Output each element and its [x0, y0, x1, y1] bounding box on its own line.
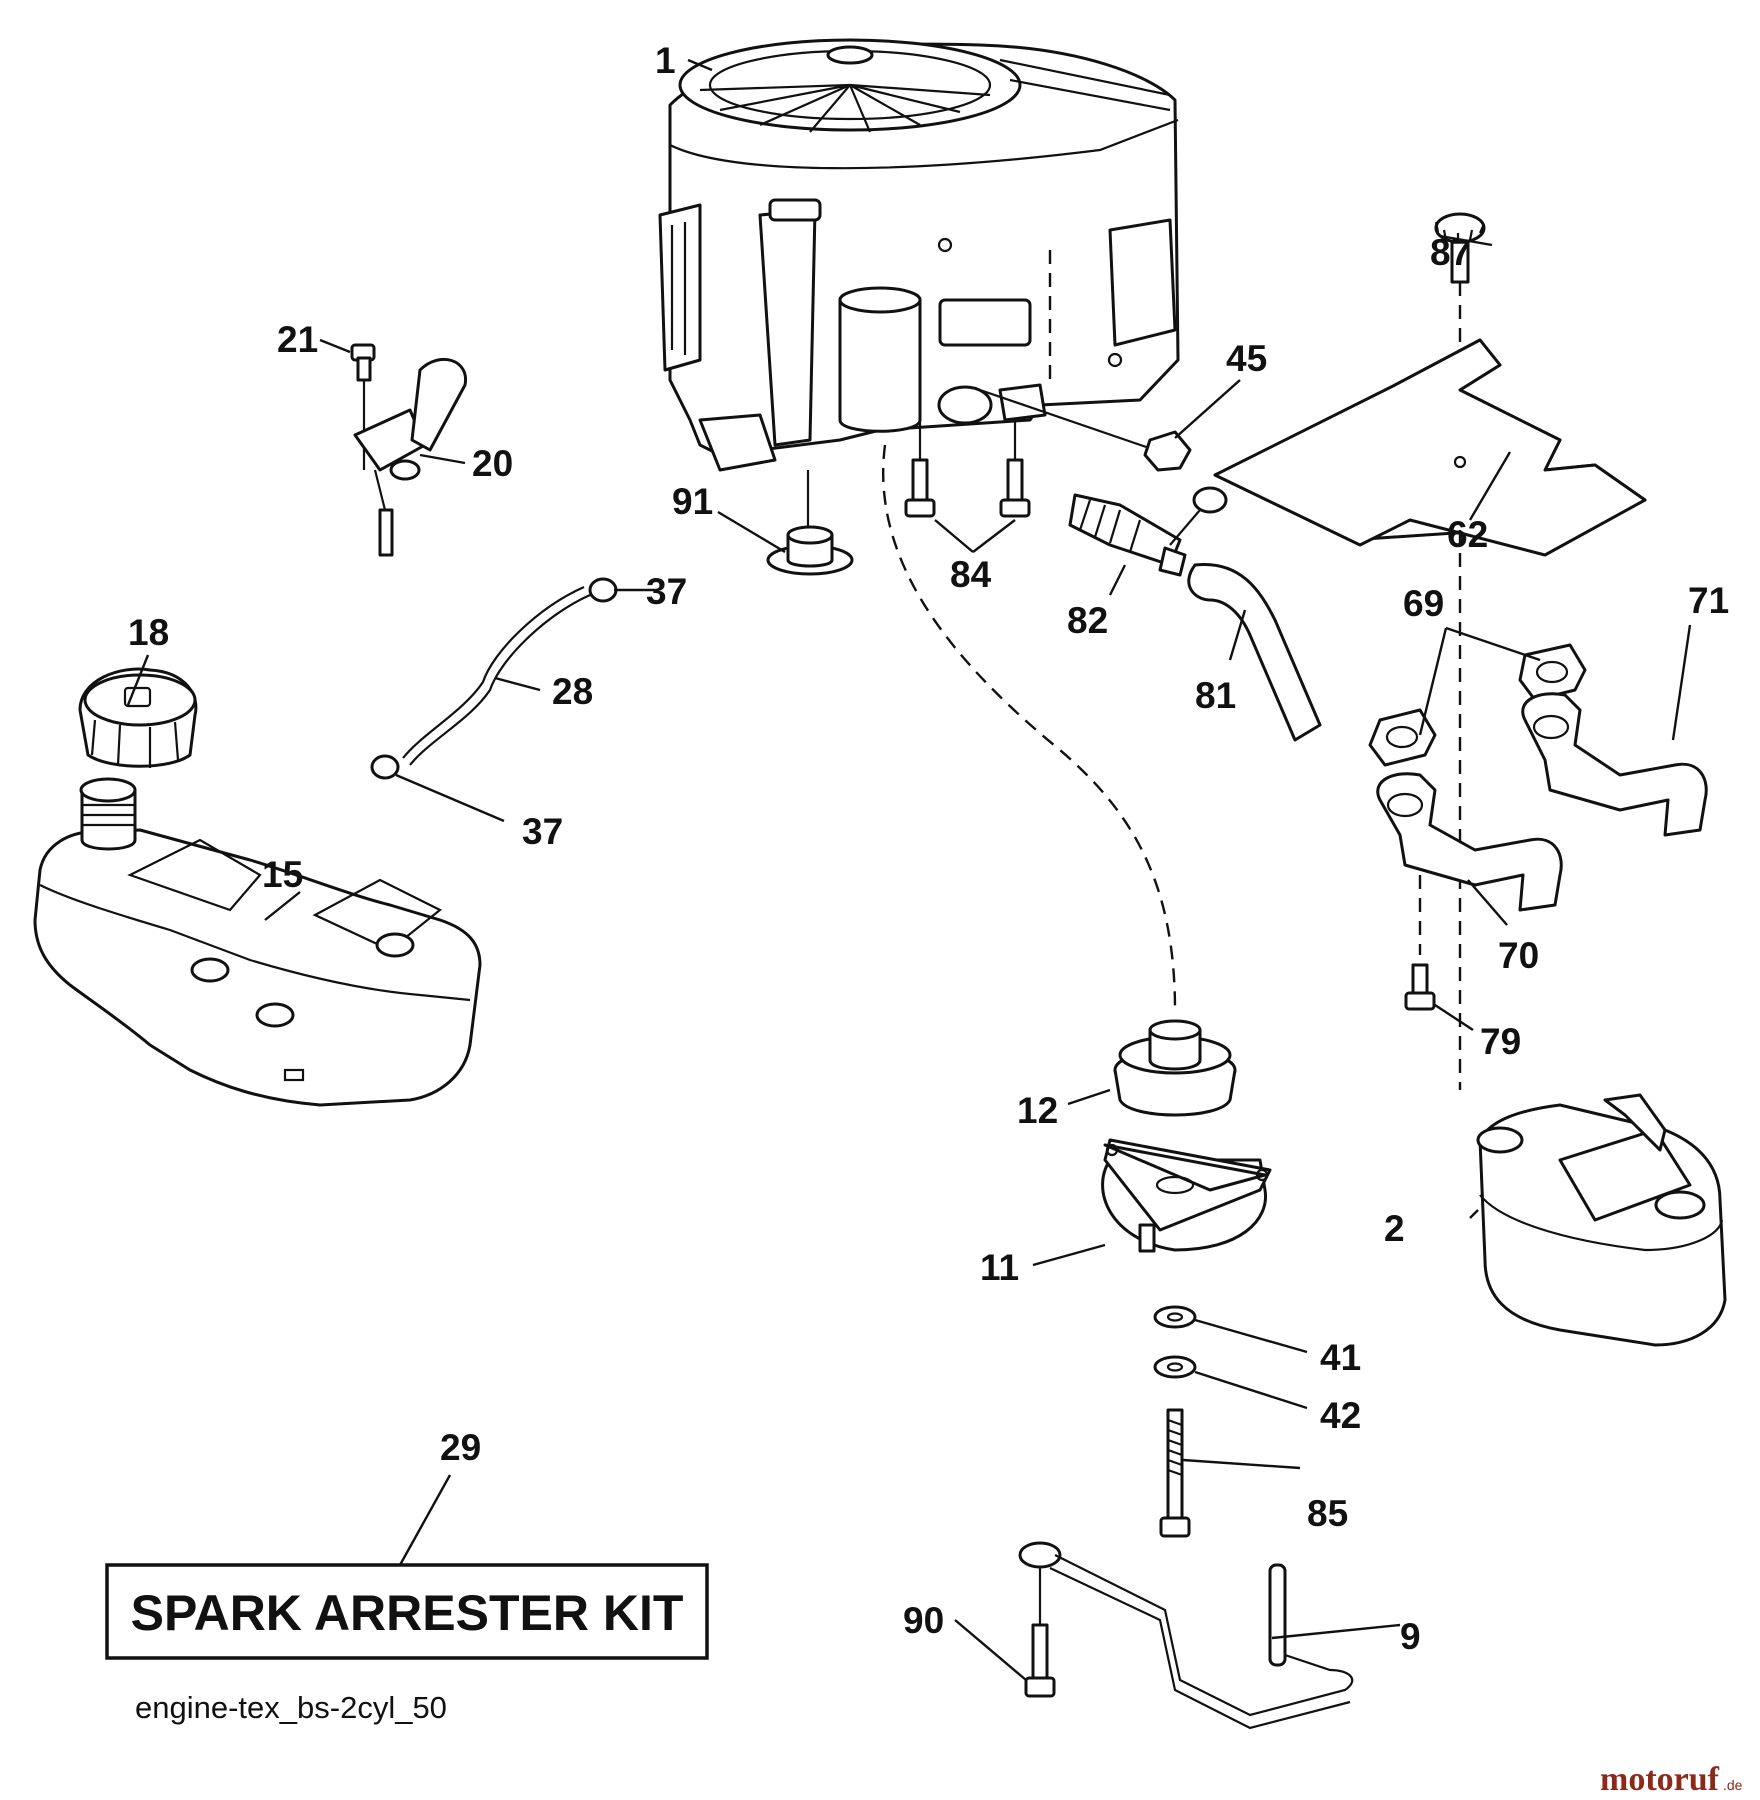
watermark-main: motoruf	[1600, 1761, 1720, 1798]
callout-79: 79	[1480, 1021, 1521, 1062]
callout-20: 20	[472, 443, 513, 484]
callout-41: 41	[1320, 1337, 1361, 1378]
part-45-nut	[979, 388, 1192, 472]
part-18-fuel-cap	[78, 667, 198, 768]
watermark: motoruf .de	[1600, 1761, 1743, 1798]
watermark-suffix: .de	[1723, 1777, 1743, 1793]
callout-18: 18	[128, 612, 169, 653]
spark-arrester-kit-label: SPARK ARRESTER KIT	[131, 1585, 684, 1641]
callout-1: 1	[655, 40, 676, 81]
part-71-exhaust-pipe	[1521, 692, 1708, 837]
part-82-drain-valve	[1068, 486, 1228, 577]
callout-28: 28	[552, 671, 593, 712]
callout-9: 9	[1400, 1616, 1421, 1657]
spark-arrester-kit-box: SPARK ARRESTER KIT	[105, 1563, 709, 1660]
part-28-fuel-line	[402, 585, 591, 766]
part-62-heat-shield	[1213, 338, 1647, 1090]
callout-71: 71	[1688, 580, 1729, 621]
callout-45: 45	[1226, 338, 1267, 379]
callout-29: 29	[440, 1427, 481, 1468]
part-20-throttle-control	[353, 357, 467, 557]
callout-70: 70	[1498, 935, 1539, 976]
part-37-hose-clamp-lower	[370, 754, 400, 780]
callout-2: 2	[1384, 1208, 1405, 1249]
callout-15: 15	[262, 854, 303, 895]
part-12-pulley	[1113, 1019, 1237, 1117]
callout-87: 87	[1430, 232, 1471, 273]
part-79-bolt	[1404, 963, 1436, 1011]
part-42-lock-washer	[1153, 1355, 1197, 1379]
engine-assembly	[658, 38, 1180, 472]
part-70-exhaust-pipe	[1376, 772, 1563, 955]
part-41-washer	[1153, 1305, 1197, 1329]
callout-85: 85	[1307, 1493, 1348, 1534]
callout-21: 21	[277, 319, 318, 360]
callout-12: 12	[1017, 1090, 1058, 1131]
part-90-bolt	[1024, 1567, 1056, 1698]
callout-numbers: 1 2 9 11 12 15 18 20 21 28 29 37 37 41 4…	[128, 40, 1729, 1657]
leader-lines	[126, 58, 1692, 1681]
callout-37-upper: 37	[646, 571, 687, 612]
part-9-rod-bracket	[1018, 1541, 1354, 1730]
callout-82: 82	[1067, 600, 1108, 641]
part-2-muffler	[1476, 1093, 1727, 1347]
callout-81: 81	[1195, 675, 1236, 716]
part-69-gasket-upper	[1518, 643, 1587, 702]
callout-11: 11	[980, 1247, 1019, 1288]
part-87-bolt	[1434, 212, 1486, 360]
callout-37-lower: 37	[522, 811, 563, 852]
part-85-bolt	[1159, 1408, 1191, 1538]
part-37-hose-clamp-upper	[588, 577, 618, 603]
callout-62: 62	[1447, 514, 1488, 555]
part-11-pto-clutch	[1101, 1138, 1272, 1253]
part-69-gasket-lower	[1368, 708, 1437, 767]
callout-42: 42	[1320, 1395, 1361, 1436]
part-21-bolt	[350, 343, 376, 470]
diagram-code: engine-tex_bs-2cyl_50	[135, 1690, 447, 1725]
part-15-fuel-tank	[33, 777, 482, 1107]
callout-84: 84	[950, 554, 992, 595]
callout-91: 91	[672, 481, 713, 522]
callout-69: 69	[1403, 583, 1444, 624]
alignment-line-crankshaft	[882, 444, 1177, 1011]
callout-90: 90	[903, 1600, 944, 1641]
part-81-drain-hose	[1187, 562, 1322, 742]
part-91-bushing	[766, 470, 854, 576]
part-84-bolts	[904, 420, 1031, 518]
